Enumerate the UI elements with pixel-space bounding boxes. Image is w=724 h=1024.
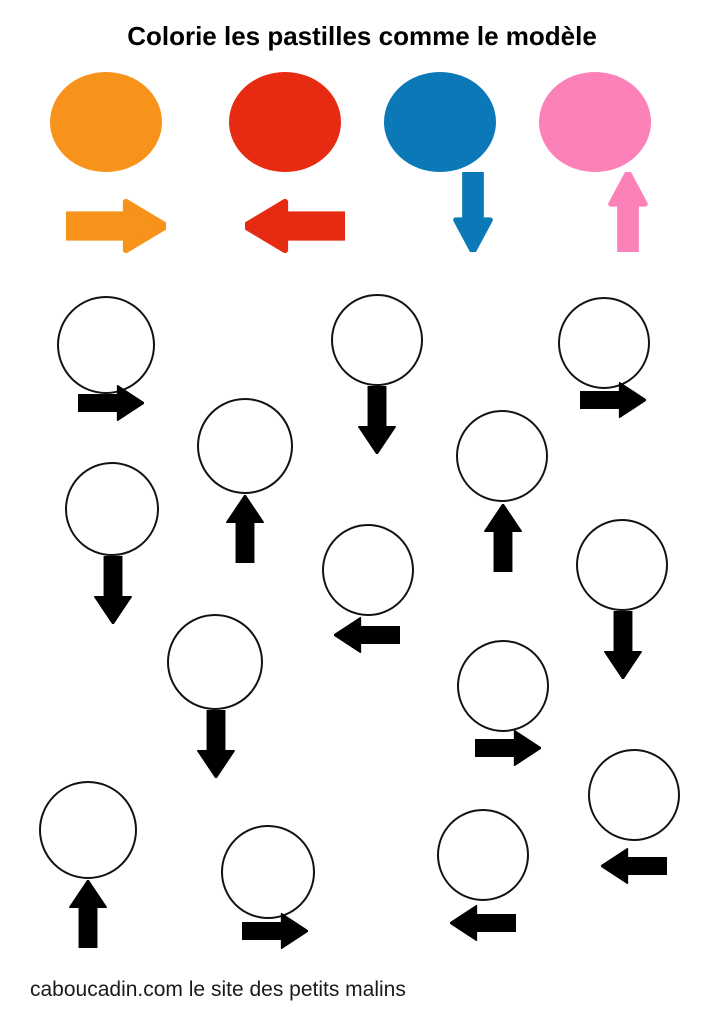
blank-pastille-circle[interactable]: [221, 825, 315, 919]
arrow-right-icon: [56, 172, 166, 254]
arrow-right-icon: [242, 913, 308, 949]
page-title: Colorie les pastilles comme le modèle: [127, 21, 597, 51]
blank-pastille-circle[interactable]: [322, 524, 414, 616]
blank-pastille-circle[interactable]: [331, 294, 423, 386]
arrow-up-icon: [226, 495, 264, 563]
model-item-up: [515, 72, 675, 252]
model-disc-up: [539, 72, 651, 172]
blank-pastille-circle[interactable]: [57, 296, 155, 394]
model-disc-left: [229, 72, 341, 172]
model-item-left: [205, 72, 365, 254]
arrow-left-icon: [334, 617, 400, 653]
arrow-up-icon: [69, 880, 107, 948]
blank-pastille-circle[interactable]: [456, 410, 548, 502]
blank-pastille-circle[interactable]: [576, 519, 668, 611]
blank-pastille-circle[interactable]: [437, 809, 529, 901]
arrow-left-icon: [450, 905, 516, 941]
arrow-left-icon: [235, 172, 345, 254]
arrow-down-icon: [94, 556, 132, 624]
model-item-right: [26, 72, 186, 254]
model-disc-right: [50, 72, 162, 172]
blank-pastille-circle[interactable]: [558, 297, 650, 389]
blank-pastille-circle[interactable]: [588, 749, 680, 841]
arrow-left-icon: [601, 848, 667, 884]
arrow-right-icon: [78, 385, 144, 421]
arrow-down-icon: [197, 710, 235, 778]
arrow-up-icon: [484, 504, 522, 572]
blank-pastille-circle[interactable]: [197, 398, 293, 494]
model-disc-down: [384, 72, 496, 172]
blank-pastille-circle[interactable]: [167, 614, 263, 710]
blank-pastille-circle[interactable]: [39, 781, 137, 879]
arrow-down-icon: [358, 386, 396, 454]
arrow-down-icon: [390, 172, 493, 252]
arrow-right-icon: [580, 382, 646, 418]
blank-pastille-circle[interactable]: [457, 640, 549, 732]
model-row: [0, 72, 724, 254]
model-item-down: [360, 72, 520, 252]
arrow-up-icon: [545, 172, 648, 252]
arrow-right-icon: [475, 730, 541, 766]
blank-pastille-circle[interactable]: [65, 462, 159, 556]
arrow-down-icon: [604, 611, 642, 679]
footer-credit: caboucadin.com le site des petits malins: [30, 978, 406, 1001]
